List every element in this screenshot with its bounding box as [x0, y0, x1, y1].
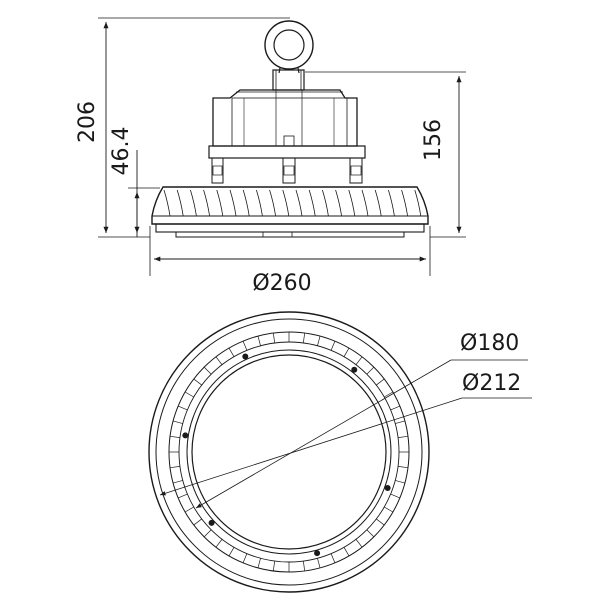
dimension-height-body: 156	[305, 71, 466, 238]
dimension-ring-diameter: Ø212	[159, 371, 532, 496]
dimension-inner-diameter: Ø180	[195, 331, 528, 509]
screw-icon	[351, 366, 358, 373]
outer-ring	[155, 318, 423, 586]
top-view: Ø180 Ø212	[148, 311, 532, 593]
hanging-ring	[264, 20, 314, 91]
fin-ring-inner	[178, 341, 400, 563]
ring-diameter-label: Ø212	[462, 371, 521, 396]
height-base-label: 46.4	[109, 127, 134, 176]
heatsink	[151, 186, 429, 238]
inner-diameter-label: Ø180	[460, 331, 519, 356]
lens	[191, 354, 387, 550]
driver-housing	[208, 89, 366, 184]
lens-ring	[186, 349, 392, 555]
screw-icon	[314, 550, 321, 557]
dimension-width: Ø260	[149, 226, 431, 296]
outer-edge	[148, 311, 430, 593]
height-body-label: 156	[421, 119, 446, 161]
dimension-height-base: 46.4	[109, 127, 160, 237]
dimension-height-total: 206	[75, 17, 290, 238]
screw-icon	[182, 432, 189, 439]
width-label: Ø260	[252, 271, 311, 296]
screw-icon	[208, 519, 215, 526]
height-total-label: 206	[75, 101, 100, 143]
screw-icon	[384, 485, 391, 492]
screw-icon	[242, 353, 249, 360]
side-view: 206 46.4 156 Ø260	[75, 17, 466, 296]
